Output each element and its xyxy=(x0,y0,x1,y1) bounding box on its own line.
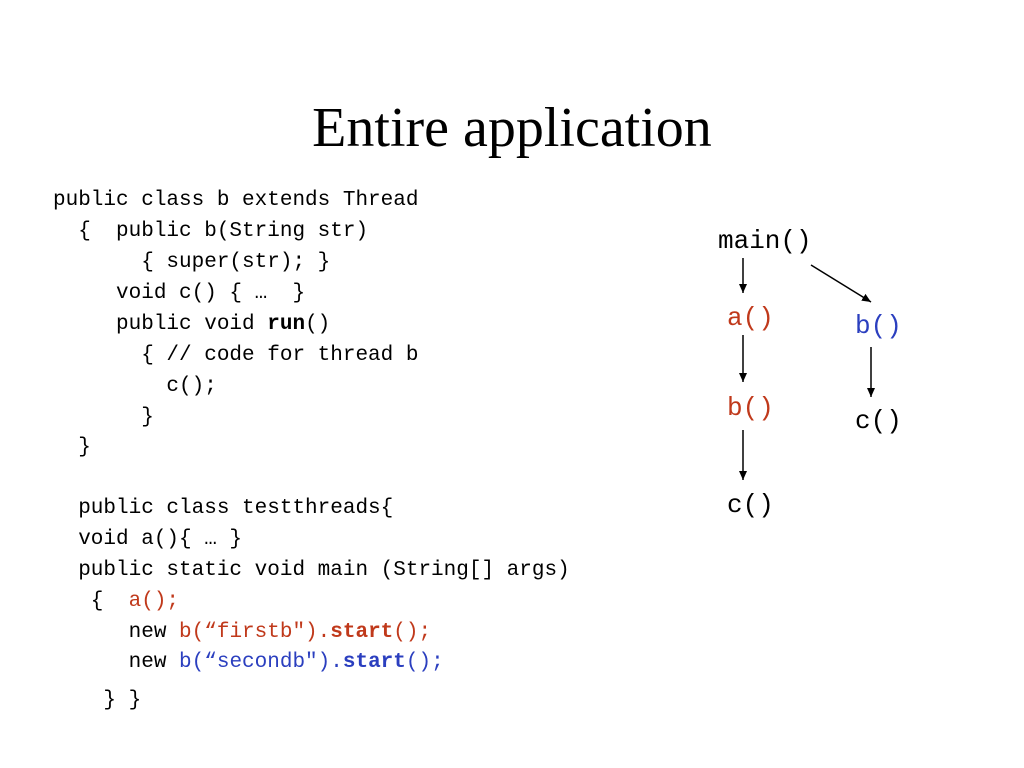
code-line-10: public class testthreads{ xyxy=(53,497,394,520)
diagram-node-main: main() xyxy=(718,226,812,256)
code-line-13-call-a: a(); xyxy=(128,590,180,613)
slide-title: Entire application xyxy=(312,97,712,159)
code-line-15-d: (); xyxy=(405,651,444,674)
code-line-13-a: { xyxy=(53,590,129,613)
code-line-14-b: b(“firstb"). xyxy=(179,621,331,644)
code-line-8: } xyxy=(53,406,154,429)
code-line-1: public class b extends Thread xyxy=(53,189,419,212)
code-line-14-start: start xyxy=(330,621,394,644)
code-line-5-a: public void xyxy=(53,313,268,336)
code-line-15-start: start xyxy=(342,651,406,674)
code-line-14-a: new xyxy=(53,621,180,644)
code-line-6: { // code for thread b xyxy=(53,344,419,367)
code-line-11: void a(){ … } xyxy=(53,528,243,551)
code-line-15-a: new xyxy=(53,651,180,674)
diagram-node-a: a() xyxy=(727,303,774,333)
diagram-node-c-right: c() xyxy=(855,406,902,436)
diagram-node-c-left: c() xyxy=(727,490,774,520)
code-line-5: public void run() xyxy=(53,314,330,335)
code-line-14-d: (); xyxy=(393,621,432,644)
code-line-7: c(); xyxy=(53,375,217,398)
code-line-5-run: run xyxy=(267,313,306,336)
code-line-14: new b(“firstb").start(); xyxy=(53,622,431,643)
code-line-4: void c() { … } xyxy=(53,282,306,305)
diagram-node-b-right: b() xyxy=(855,311,902,341)
arrow-main-to-b xyxy=(810,264,872,303)
code-line-2: { public b(String str) xyxy=(53,220,369,243)
code-line-3: { super(str); } xyxy=(53,251,331,274)
code-line-13: { a(); xyxy=(53,591,179,612)
code-line-16: } } xyxy=(53,689,142,712)
code-line-12: public static void main (String[] args) xyxy=(53,559,570,582)
code-line-15: new b(“secondb").start(); xyxy=(53,652,444,673)
diagram-node-b-left: b() xyxy=(727,393,774,423)
code-line-5-c: () xyxy=(305,313,331,336)
code-line-9: } xyxy=(53,436,91,459)
code-line-15-b: b(“secondb"). xyxy=(179,651,343,674)
